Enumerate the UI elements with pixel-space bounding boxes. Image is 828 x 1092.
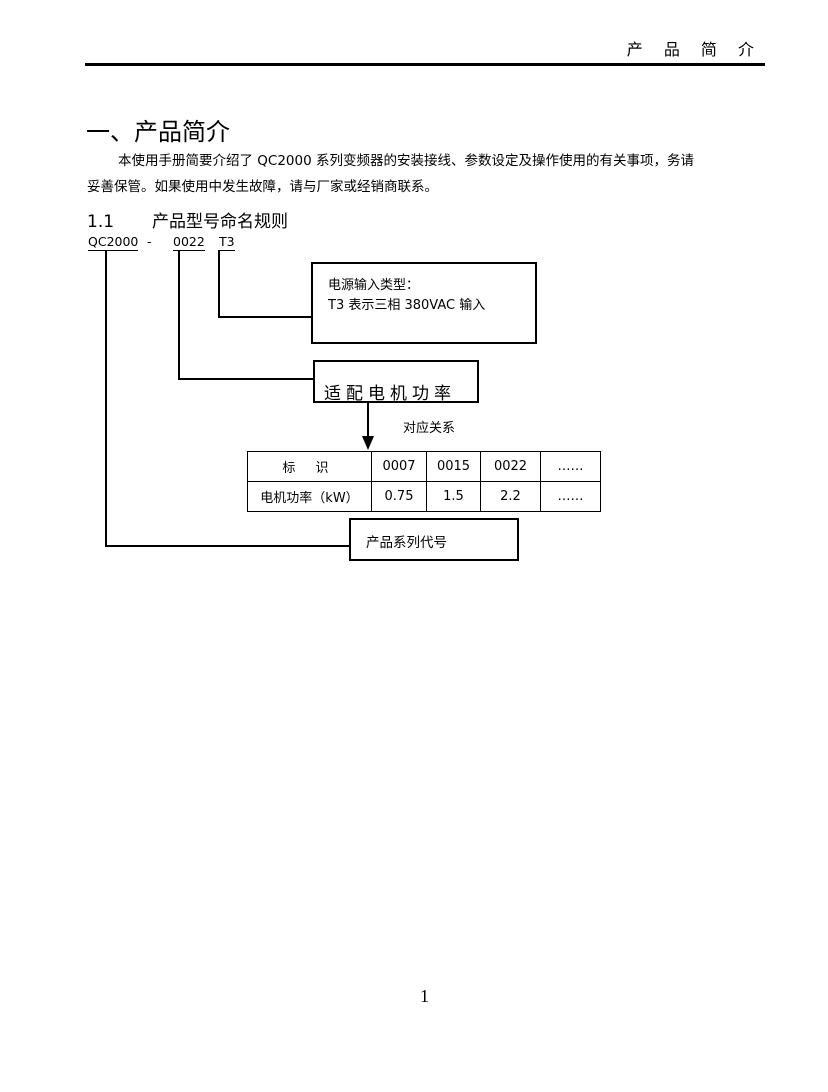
connector-line <box>218 250 220 317</box>
subsection-title: 产品型号命名规则 <box>152 212 289 232</box>
input-type-desc: T3 表示三相 380VAC 输入 <box>328 298 486 313</box>
table-cell: 1.5 <box>426 481 481 512</box>
table-cell: 0015 <box>426 451 481 482</box>
table-row: 电机功率（kW） 0.75 1.5 2.2 …… <box>247 481 601 512</box>
table-row: 标 识 0007 0015 0022 …… <box>247 451 601 482</box>
input-type-label: 电源输入类型： <box>328 278 420 293</box>
arrow-shaft <box>367 402 369 438</box>
connector-line <box>218 316 313 318</box>
table-cell: 0.75 <box>371 481 427 512</box>
paragraph-line: 妥善保管。如果使用中发生故障，请与厂家或经销商联系。 <box>87 179 438 195</box>
table-cell: 0007 <box>371 451 427 482</box>
table-cell: 0022 <box>480 451 541 482</box>
motor-power-box: 适配电机功率 <box>313 360 479 404</box>
subsection-number: 1.1 <box>87 212 115 232</box>
table-cell: …… <box>540 481 601 512</box>
relation-label: 对应关系 <box>403 421 456 436</box>
model-power-code: 0022 <box>173 234 205 251</box>
motor-power-label: 适配电机功率 <box>324 384 456 404</box>
arrow-down-icon <box>362 436 374 450</box>
running-header: 产 品 简 介 <box>626 40 762 59</box>
table-cell: 2.2 <box>480 481 541 512</box>
connector-line <box>178 250 180 379</box>
paragraph-line: 本使用手册简要介绍了 QC2000 系列变频器的安装接线、参数设定及操作使用的有… <box>118 153 694 169</box>
input-type-box: 电源输入类型： T3 表示三相 380VAC 输入 <box>311 262 537 344</box>
table-cell: 标 识 <box>247 451 372 482</box>
model-input-code: T3 <box>219 234 235 251</box>
subsection-heading: 1.1 产品型号命名规则 <box>87 207 288 232</box>
table-cell: 电机功率（kW） <box>247 481 372 512</box>
connector-line <box>105 250 107 546</box>
model-series: QC2000 <box>88 234 139 251</box>
power-code-table: 标 识 0007 0015 0022 …… 电机功率（kW） 0.75 1.5 … <box>247 451 601 512</box>
model-dash: - <box>147 234 152 249</box>
series-code-label: 产品系列代号 <box>366 535 447 551</box>
section-title: 一、产品简介 <box>86 118 230 146</box>
series-code-box: 产品系列代号 <box>349 518 519 561</box>
connector-line <box>178 378 315 380</box>
connector-line <box>105 545 350 547</box>
table-cell: …… <box>540 451 601 482</box>
page-number: 1 <box>420 986 429 1006</box>
header-rule <box>85 63 765 66</box>
